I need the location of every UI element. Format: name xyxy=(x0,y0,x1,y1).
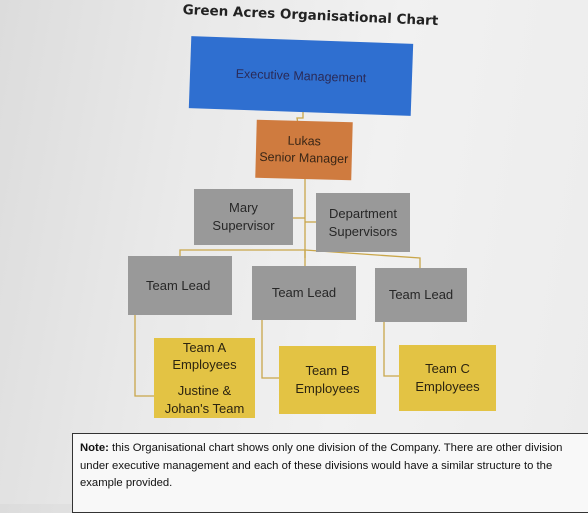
department-supervisors-box: Department Supervisors xyxy=(316,193,410,252)
team-lead-box-1: Team Lead xyxy=(128,256,232,315)
department-supervisors-line2: Supervisors xyxy=(328,223,398,239)
supervisor-box: Mary Supervisor xyxy=(194,189,293,245)
senior-manager-role: Senior Manager xyxy=(259,149,349,167)
team-a-box: Team A Employees Justine & Johan's Team xyxy=(154,338,255,418)
team-c-box: Team C Employees xyxy=(399,345,496,411)
department-supervisors-line1: Department xyxy=(329,205,397,221)
team-lead-box-2: Team Lead xyxy=(252,266,356,320)
executive-management-box: Executive Management xyxy=(188,36,414,116)
connector-team-b xyxy=(261,320,279,379)
connector-team-c xyxy=(383,322,399,377)
team-lead-box-3: Team Lead xyxy=(375,268,467,322)
team-lead-label-3: Team Lead xyxy=(388,287,454,303)
team-b-box: Team B Employees xyxy=(279,346,376,414)
note-label: Note: xyxy=(80,442,109,454)
supervisor-name: Mary xyxy=(229,200,258,216)
team-b-line2: Employees xyxy=(295,381,360,396)
team-lead-label-1: Team Lead xyxy=(146,277,211,293)
note-box: Note: this Organisational chart shows on… xyxy=(72,433,588,513)
team-a-line1: Team A xyxy=(182,339,227,355)
note-text: this Organisational chart shows only one… xyxy=(80,442,563,489)
senior-manager-box: Lukas Senior Manager xyxy=(255,119,353,181)
team-a-line4: Johan's Team xyxy=(164,400,245,416)
team-c-line2: Employees xyxy=(415,379,480,394)
supervisor-role: Supervisor xyxy=(212,218,275,233)
team-b-line1: Team B xyxy=(305,363,350,379)
team-c-line1: Team C xyxy=(425,361,470,377)
connector-team-a xyxy=(134,315,154,397)
executive-management-label: Executive Management xyxy=(235,66,367,85)
team-lead-label-2: Team Lead xyxy=(271,285,337,301)
senior-manager-name: Lukas xyxy=(287,133,322,149)
team-a-line3: Justine & xyxy=(177,383,232,398)
team-a-line2: Employees xyxy=(172,357,237,373)
